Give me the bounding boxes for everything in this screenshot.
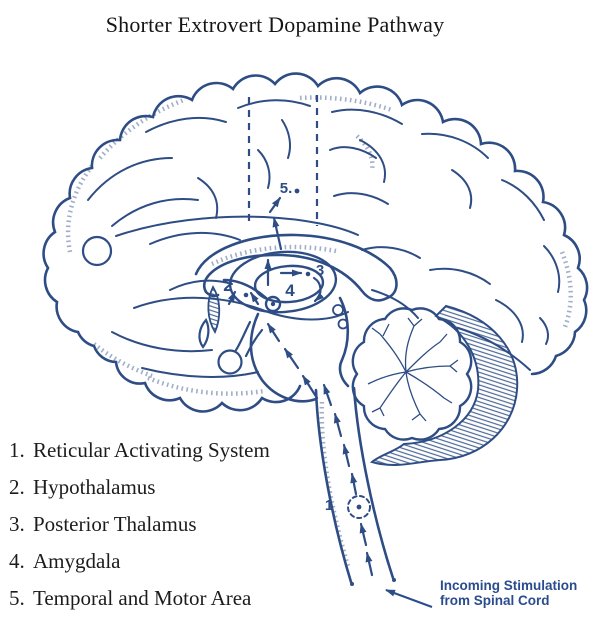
marker-3: 3 [316,262,324,279]
brainstem-spinal-cord [249,296,396,586]
legend-num: 3. [9,512,25,536]
legend-item-5: 5. Temporal and Motor Area [9,580,270,617]
ras-dashed-circle [347,495,371,519]
legend-item-3: 3. Posterior Thalamus [9,506,270,543]
legend-num: 4. [9,549,25,573]
arbor-vitae [367,317,459,422]
legend-label: Posterior Thalamus [33,512,197,536]
legend-label: Hypothalamus [33,475,156,499]
incoming-arrow [385,589,433,608]
marker-4: 4 [285,281,295,300]
shading-hatch [65,95,573,567]
legend-num: 1. [9,438,25,462]
pathway-arrows [227,196,374,577]
corpus-callosum [194,233,398,302]
legend: 1. Reticular Activating System 2. Hypothal… [9,432,270,617]
incoming-label-line1: Incoming Stimulation [440,578,577,593]
cerebellum [351,304,519,467]
legend-item-2: 2. Hypothalamus [9,469,270,506]
diagram-markers: 1 2 3 4 5. [223,180,333,514]
incoming-annotation: Incoming Stimulation from Spinal Cord [385,578,577,608]
cortex-sulci [87,99,561,378]
cerebrum-outline [42,72,589,413]
legend-item-4: 4. Amygdala [9,543,270,580]
legend-num: 2. [9,475,25,499]
figure-title: Shorter Extrovert Dopamine Pathway [105,12,445,37]
marker-2: 2 [223,276,232,295]
marker-5-dot [294,188,300,194]
marker-1: 1 [325,497,333,514]
hypothalamus-pituitary [198,285,264,375]
legend-label: Amygdala [33,549,121,573]
projection-dashed-lines [247,95,319,226]
marker-5: 5. [280,180,293,197]
incoming-label-line2: from Spinal Cord [440,593,550,608]
legend-num: 5. [9,586,25,610]
thalamus-region [228,250,349,330]
legend-label: Reticular Activating System [33,438,270,462]
legend-item-1: 1. Reticular Activating System [9,432,270,469]
cerebellum-laminae [369,304,519,467]
legend-label: Temporal and Motor Area [33,586,252,610]
